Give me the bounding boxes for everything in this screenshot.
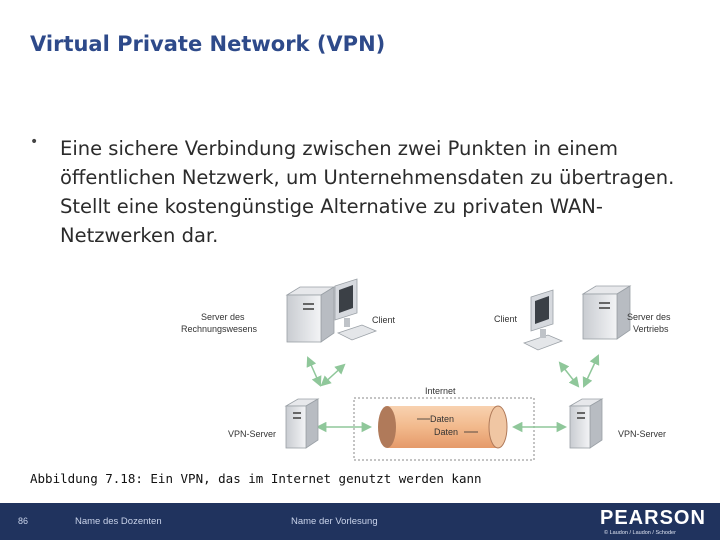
server-icon-right xyxy=(583,286,630,339)
link-left-client-vpn xyxy=(322,365,344,385)
internet-label: Internet xyxy=(425,386,456,396)
client-monitor-icon-right xyxy=(524,290,562,350)
svg-text:Server des: Server des xyxy=(201,312,245,322)
vpn-server-icon-right xyxy=(570,399,602,448)
server-icon-left xyxy=(287,287,334,342)
course-name: Name der Vorlesung xyxy=(291,516,378,527)
publisher-credit: © Laudon / Laudon / Schoder xyxy=(604,530,676,536)
tunnel-data-top: Daten xyxy=(430,414,454,424)
svg-text:Rechnungswesens: Rechnungswesens xyxy=(181,324,258,334)
tunnel-right-end xyxy=(489,406,507,448)
lecturer-name: Name des Dozenten xyxy=(75,516,162,527)
pearson-logo: PEARSON xyxy=(600,507,706,530)
link-right-client-vpn xyxy=(560,363,578,386)
svg-text:Client: Client xyxy=(372,315,396,325)
footer-bar: 86 Name des Dozenten Name der Vorlesung … xyxy=(0,503,720,540)
svg-text:Client: Client xyxy=(494,314,518,324)
svg-text:Vertriebs: Vertriebs xyxy=(633,324,669,334)
page-number: 86 xyxy=(18,516,28,526)
svg-text:VPN-Server: VPN-Server xyxy=(228,429,276,439)
vpn-server-icon-left xyxy=(286,399,318,448)
link-right-server-vpn xyxy=(584,356,598,386)
tunnel-left-end xyxy=(378,406,396,448)
client-monitor-icon-left xyxy=(335,279,376,340)
svg-text:Server des: Server des xyxy=(627,312,671,322)
tunnel-data-bottom: Daten xyxy=(434,427,458,437)
svg-text:VPN-Server: VPN-Server xyxy=(618,429,666,439)
link-left-server-vpn xyxy=(308,358,320,385)
figure-caption: Abbildung 7.18: Ein VPN, das im Internet… xyxy=(30,471,482,486)
